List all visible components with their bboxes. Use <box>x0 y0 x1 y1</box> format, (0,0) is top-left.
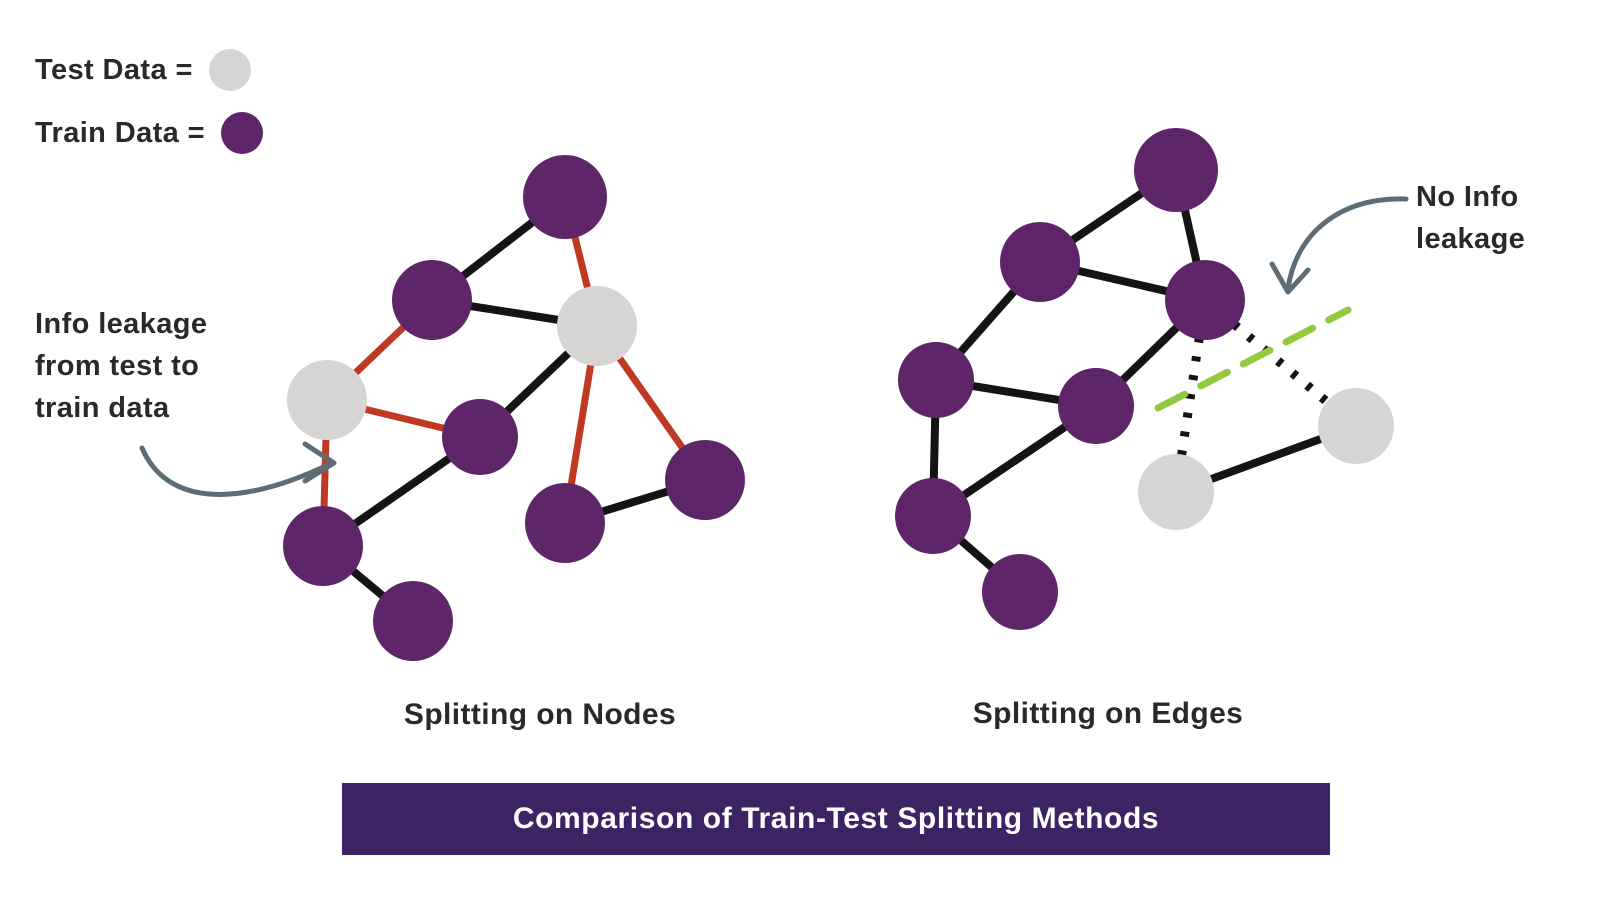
annotation-line-1: Info leakage <box>35 308 208 340</box>
banner-title: Comparison of Train-Test Splitting Metho… <box>512 802 1160 835</box>
node-train <box>1058 368 1134 444</box>
train-node-swatch <box>221 112 264 154</box>
node-train <box>392 260 472 340</box>
no-leakage-annotation: No Info leakage <box>1416 176 1525 260</box>
caption-splitting-nodes: Splitting on Nodes <box>403 698 677 731</box>
annotation-line-1: No Info <box>1416 181 1519 213</box>
node-train <box>898 342 974 418</box>
node-train <box>1134 128 1218 212</box>
graphs-layer <box>283 128 1394 661</box>
node-train <box>1000 222 1080 302</box>
annotation-line-2: leakage <box>1416 223 1526 255</box>
edge-cut-line <box>1154 306 1352 412</box>
test-node-swatch <box>208 49 251 91</box>
graph-edge-dotted <box>1202 296 1359 430</box>
node-train <box>283 506 363 586</box>
node-train <box>1165 260 1245 340</box>
node-train <box>895 478 971 554</box>
annotation-line-2: from test to <box>35 350 200 382</box>
info-leakage-annotation: Info leakage from test to train data <box>35 303 207 429</box>
legend-item-train: Train Data = <box>35 112 264 154</box>
legend-item-test: Test Data = <box>35 49 251 91</box>
node-test <box>287 360 367 440</box>
node-train <box>523 155 607 239</box>
leakage-arrow <box>139 441 337 497</box>
no-leakage-arrow-head <box>1269 261 1311 295</box>
annotation-line-3: train data <box>35 392 170 424</box>
node-test <box>1318 388 1394 464</box>
leakage-arrow-curve <box>139 445 333 497</box>
title-banner: Comparison of Train-Test Splitting Metho… <box>342 783 1330 855</box>
legend-label-test: Test Data = <box>35 53 193 86</box>
node-train <box>982 554 1058 630</box>
legend-label-train: Train Data = <box>35 116 206 149</box>
no-leakage-arrow-curve <box>1285 196 1409 291</box>
node-test <box>1138 454 1214 530</box>
no-leakage-arrow <box>1269 196 1409 295</box>
graph-edge-dotted <box>1171 299 1210 493</box>
leakage-arrow-head <box>302 441 337 484</box>
node-train <box>665 440 745 520</box>
node-test <box>557 286 637 366</box>
node-train <box>442 399 518 475</box>
caption-splitting-edges: Splitting on Edges <box>972 697 1244 730</box>
node-train <box>373 581 453 661</box>
node-train <box>525 483 605 563</box>
